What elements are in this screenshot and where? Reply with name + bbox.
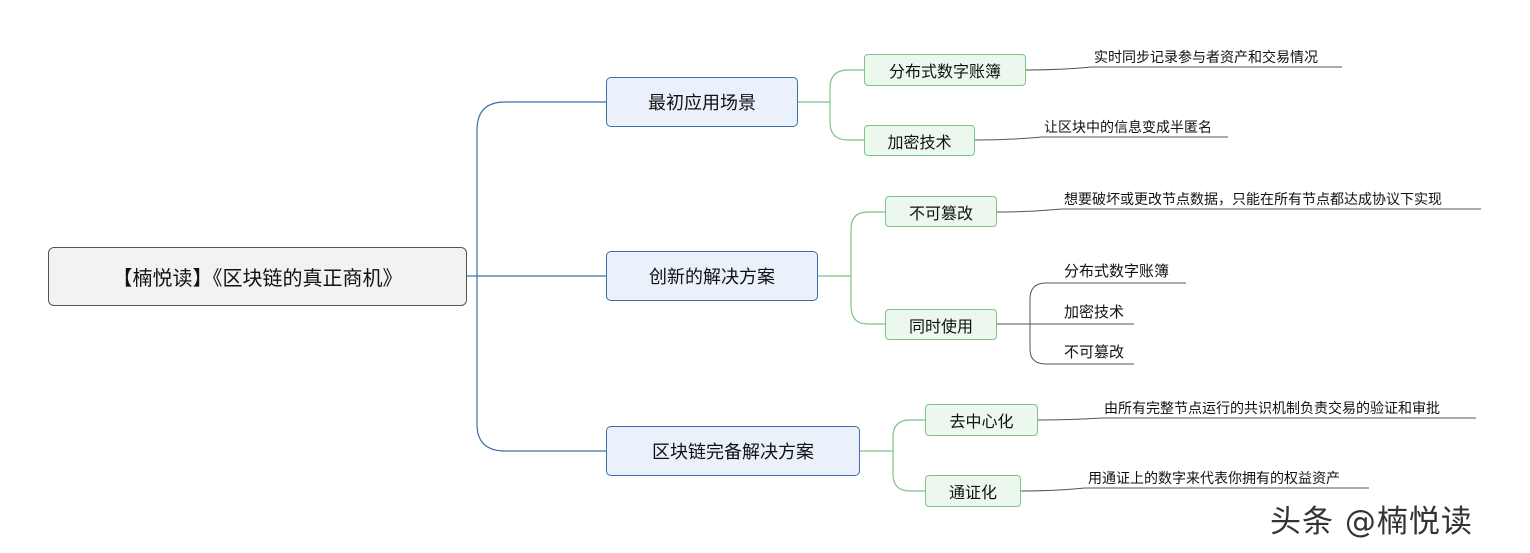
branch-label: 区块链完备解决方案 xyxy=(652,442,814,463)
leaf-item: 分布式数字账簿 xyxy=(1064,262,1170,280)
node-distributed-ledger[interactable]: 分布式数字账簿 xyxy=(864,54,1026,86)
leaf-note: 让区块中的信息变成半匿名 xyxy=(1044,120,1212,136)
node-label: 分布式数字账簿 xyxy=(888,62,1001,81)
node-tokenization[interactable]: 通证化 xyxy=(925,475,1021,507)
root-trunk-lower xyxy=(476,276,606,452)
root-node[interactable]: 【楠悦读】《区块链的真正商机》 xyxy=(48,247,467,306)
branch-complete-solution[interactable]: 区块链完备解决方案 xyxy=(606,426,860,476)
node-encryption[interactable]: 加密技术 xyxy=(864,125,975,156)
leaf-item: 加密技术 xyxy=(1064,303,1125,321)
node-immutable[interactable]: 不可篡改 xyxy=(885,196,997,227)
branch-innovative-solution[interactable]: 创新的解决方案 xyxy=(606,251,818,301)
leaf-note: 实时同步记录参与者资产和交易情况 xyxy=(1094,50,1318,66)
node-label: 通证化 xyxy=(948,483,997,502)
node-simultaneous-use[interactable]: 同时使用 xyxy=(885,309,997,340)
leaf-note: 由所有完整节点运行的共识机制负责交易的验证和审批 xyxy=(1104,401,1440,417)
watermark: 头条 @楠悦读 xyxy=(1270,504,1473,540)
node-label: 加密技术 xyxy=(887,132,952,152)
node-label: 同时使用 xyxy=(908,316,973,336)
node-label: 去中心化 xyxy=(949,412,1014,431)
root-label: 【楠悦读】《区块链的真正商机》 xyxy=(112,266,403,290)
node-label: 不可篡改 xyxy=(908,203,973,223)
branch-label: 最初应用场景 xyxy=(648,93,756,114)
leaf-note: 想要破坏或更改节点数据，只能在所有节点都达成协议下实现 xyxy=(1064,192,1442,208)
branch-initial-use-cases[interactable]: 最初应用场景 xyxy=(606,77,798,127)
branch-label: 创新的解决方案 xyxy=(649,267,775,288)
leaf-note: 用通证上的数字来代表你拥有的权益资产 xyxy=(1088,471,1340,487)
root-trunk xyxy=(476,101,606,276)
leaf-item: 不可篡改 xyxy=(1064,343,1125,361)
node-decentralization[interactable]: 去中心化 xyxy=(925,404,1038,436)
